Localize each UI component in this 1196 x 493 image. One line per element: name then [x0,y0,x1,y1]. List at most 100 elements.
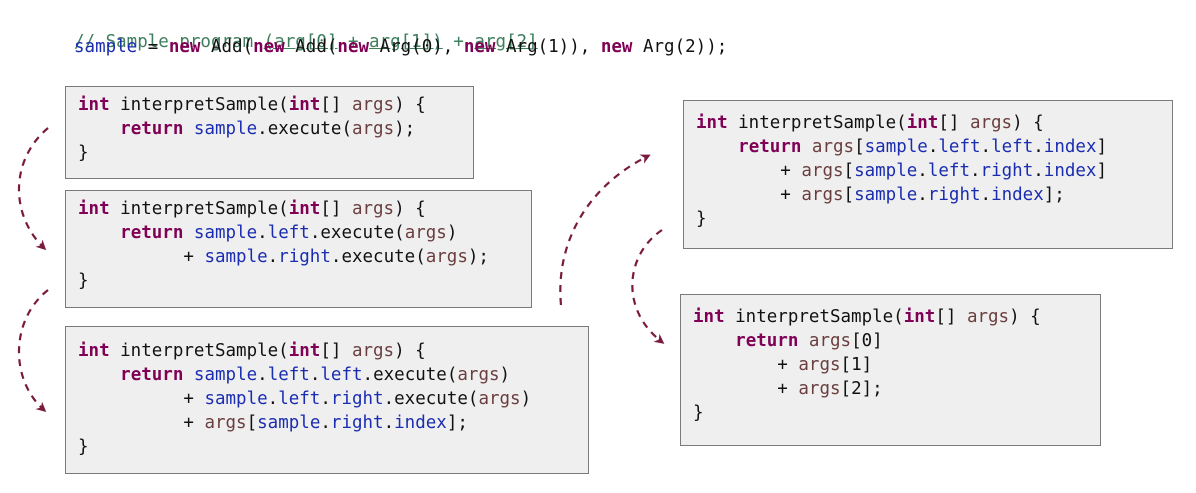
method-name: interpretSample( [724,307,904,327]
field-right: right [330,413,384,433]
field-left: left [267,223,310,243]
code-box-step-1: int interpretSample(int[] args) { return… [65,86,474,179]
closing-brace: } [693,403,704,423]
code-box-step-4: int interpretSample(int[] args) { return… [683,100,1173,249]
param-args: args [798,379,841,399]
field-sample: sample [204,389,268,409]
array-brackets: [] [320,341,352,361]
paren: ) [446,223,458,243]
field-sample: sample [193,223,258,243]
kw-int: int [78,341,110,361]
field-index: index [1043,161,1097,181]
dot: . [917,161,928,181]
method-name: interpretSample( [109,95,289,115]
dot: . [309,223,321,243]
kw-int: int [288,95,321,115]
signature-line: int interpretSample(int[] args) { [696,111,1107,135]
field-left: left [938,137,981,157]
comment-plus: + [442,32,475,52]
param-args: args [478,389,521,409]
signature-end: ) { [394,95,426,115]
field-right: right [330,389,384,409]
dot: . [927,137,939,157]
field-sample: sample [864,137,928,157]
body-line: + args[2]; [693,377,1041,401]
field-sample: sample [193,365,258,385]
comment-arg2: arg[2] [474,32,538,52]
kw-new: new [168,37,201,57]
call-execute: execute( [267,119,352,139]
arrow-step3-to-step4 [559,154,651,306]
plus: + [183,413,205,433]
field-index: index [991,185,1044,205]
param-args: args [457,365,500,385]
paren: ) [520,389,532,409]
body-line: + args[sample.left.right.index] [696,159,1107,183]
body-line: + args[1] [693,353,1041,377]
sample-var: sample [74,37,138,57]
comment-prefix: // Sample program [74,32,264,52]
method-name: interpretSample( [109,341,289,361]
param-args: args [811,137,855,157]
dot: . [980,137,992,157]
field-sample: sample [204,247,268,267]
kw-return: return [120,119,184,139]
arrow-step4-to-step5 [631,229,665,344]
field-right: right [927,185,981,205]
body-line: return sample.left.execute(args) [78,221,489,245]
field-sample: sample [854,185,918,205]
kw-new: new [253,37,285,57]
method-name: interpretSample( [727,113,907,133]
array-brackets: [] [938,113,970,133]
body-line: + sample.right.execute(args); [78,245,489,269]
dot: . [917,185,928,205]
param-args: args [966,307,1010,327]
code-box-step-5: int interpretSample(int[] args) { return… [680,294,1101,446]
dot: . [1033,137,1044,157]
bracket: ] [1096,161,1108,181]
header-statement: sample = new Add(new Add(new Arg(0), new… [74,35,727,59]
signature-end: ) { [394,199,426,219]
dot: . [362,365,374,385]
field-left: left [927,161,970,181]
body-line: + args[sample.right.index]; [78,411,531,435]
kw-new: new [337,37,370,57]
field-index: index [394,413,447,433]
param-args: args [351,119,395,139]
body-line: return sample.execute(args); [78,117,426,141]
index-0: [0] [851,331,883,351]
body-line: + sample.left.right.execute(args) [78,387,531,411]
dot: . [320,413,331,433]
signature-end: ) { [1012,113,1044,133]
dot: . [267,247,279,267]
array-brackets: [] [320,199,352,219]
param-args: args [798,355,841,375]
paren-semi: ); [467,247,489,267]
dot: . [309,365,321,385]
arrow-step2-to-step3 [17,289,49,412]
equals: = [137,37,169,57]
kw-return: return [120,223,184,243]
field-left: left [278,389,321,409]
dot: . [257,223,268,243]
kw-int: int [78,95,110,115]
dot: . [1033,161,1044,181]
bracket: [ [843,185,855,205]
index-1: [1] [840,355,873,375]
kw-return: return [738,137,802,157]
field-left: left [991,137,1034,157]
dot: . [257,119,268,139]
bracket: [ [843,161,855,181]
bracket: [ [246,413,258,433]
dot: . [267,389,279,409]
field-right: right [980,161,1034,181]
plus: + [183,247,205,267]
closing-brace: } [78,143,89,163]
paren: ) [499,365,511,385]
signature-line: int interpretSample(int[] args) { [78,93,426,117]
comment-arg0: (arg[0] [263,32,338,52]
param-args: args [801,161,844,181]
paren-semi: ); [394,119,416,139]
call-execute: execute( [394,389,479,409]
arrow-step1-to-step2 [17,127,49,251]
